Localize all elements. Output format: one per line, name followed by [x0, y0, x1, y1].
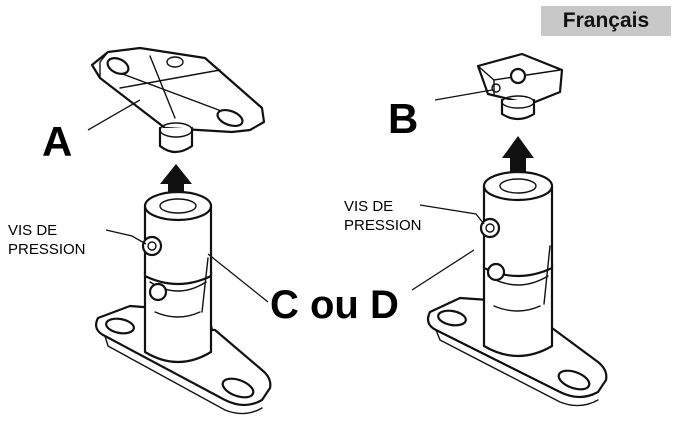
- adapter-b: [476, 52, 564, 121]
- label-vis-de-pression-right-line2: PRESSION: [344, 217, 422, 234]
- label-vis-de-pression-left-line1: VIS DE: [8, 222, 57, 239]
- swivel-mount-right: [426, 170, 608, 407]
- leader-lines: [87, 89, 493, 303]
- swivel-mount-left: [95, 190, 272, 415]
- label-vis-de-pression-right-line1: VIS DE: [344, 198, 393, 215]
- language-badge: Français: [541, 6, 671, 36]
- mounting-plate-a: [90, 46, 266, 154]
- label-c-ou-d: C ou D: [270, 283, 399, 327]
- label-a: A: [42, 118, 72, 165]
- label-vis-de-pression-left-line2: PRESSION: [8, 241, 86, 258]
- label-b: B: [388, 95, 418, 142]
